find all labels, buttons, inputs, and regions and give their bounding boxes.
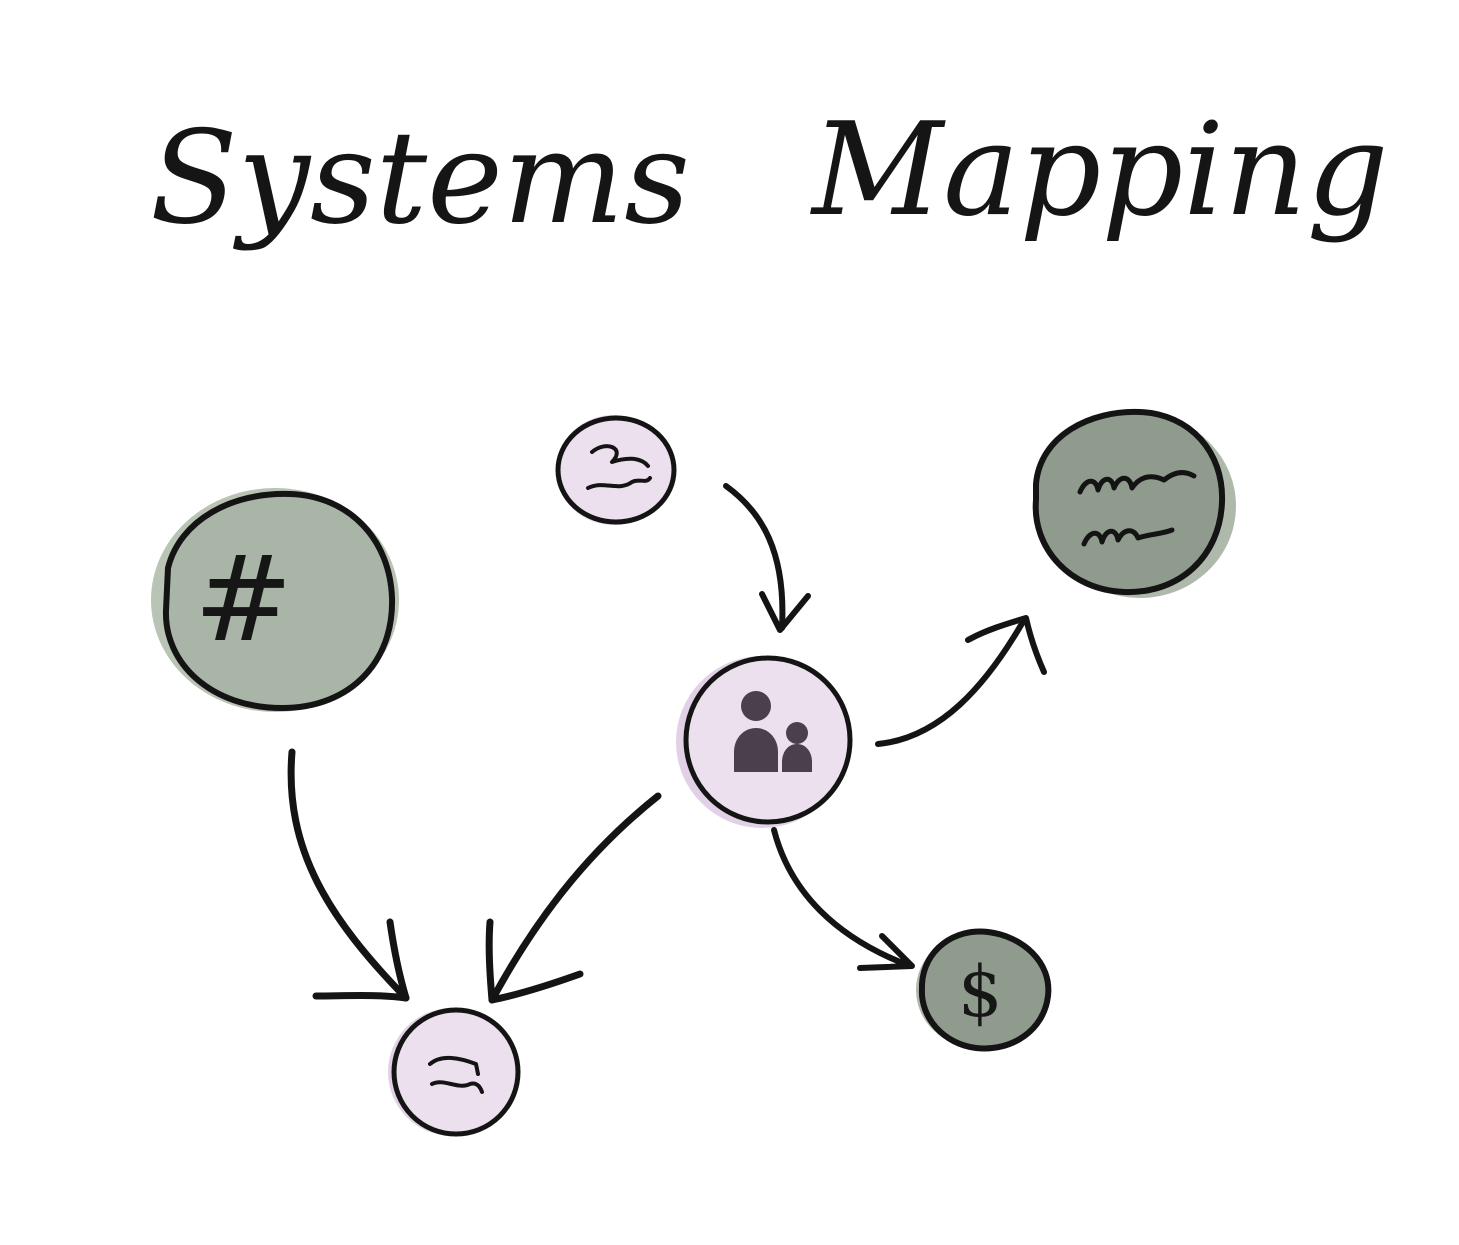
node-body xyxy=(162,490,396,712)
node-body xyxy=(555,415,677,525)
node-squiggle-bottom xyxy=(388,1007,521,1137)
node-dollar: $ xyxy=(916,928,1052,1052)
svg-text:$: $ xyxy=(958,951,1003,1033)
title-word-mapping: Mapping xyxy=(810,96,1389,245)
node-body xyxy=(391,1007,521,1137)
people-icon xyxy=(734,691,812,772)
hash-icon: # xyxy=(194,530,293,668)
squiggle-icon xyxy=(586,444,652,490)
edge-hash-to-squiggle-bottom xyxy=(287,748,410,1002)
node-waves xyxy=(1032,408,1236,598)
edge-people-to-dollar xyxy=(771,827,915,971)
squiggle-icon xyxy=(428,1056,484,1094)
waves-icon xyxy=(1077,470,1197,547)
node-body xyxy=(1032,408,1226,596)
node-people xyxy=(676,655,853,828)
dollar-icon: $ xyxy=(958,951,1003,1033)
node-hash: # xyxy=(151,488,399,712)
svg-text:#: # xyxy=(194,530,293,668)
edge-squiggle-top-to-people xyxy=(723,483,811,633)
node-body xyxy=(918,928,1052,1052)
edge-people-to-waves xyxy=(875,615,1047,747)
title-word-systems: Systems xyxy=(150,104,690,253)
node-squiggle-top xyxy=(555,415,677,525)
edge-people-to-squiggle-bottom xyxy=(485,792,662,1004)
